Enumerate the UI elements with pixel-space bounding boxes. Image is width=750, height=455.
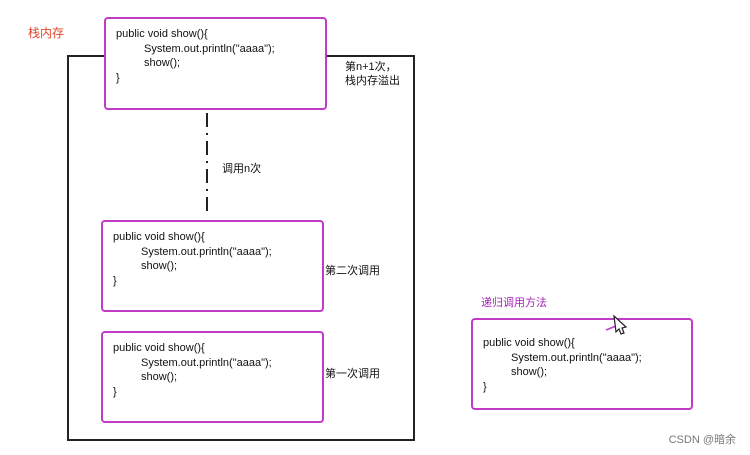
- code-line-recursive-call: show();: [144, 57, 181, 69]
- code-line-println: System.out.println("aaaa");: [144, 42, 275, 55]
- code-line-println: System.out.println("aaaa");: [511, 351, 642, 364]
- watermark: CSDN @暗余: [668, 434, 736, 446]
- code-line-signature: public void show(){: [483, 337, 575, 349]
- first-call-label: 第一次调用: [325, 368, 380, 380]
- code-box-overflow-call: public void show(){ System.out.println("…: [104, 17, 327, 110]
- code-line-recursive-call: show();: [141, 371, 178, 383]
- code-line-closing-brace: }: [113, 385, 117, 398]
- code-line-println: System.out.println("aaaa");: [141, 245, 272, 258]
- overflow-label: 第n+1次， 栈内存溢出: [345, 60, 400, 88]
- code-line-signature: public void show(){: [116, 28, 208, 40]
- code-line-recursive-call: show();: [141, 260, 178, 272]
- code-line-signature: public void show(){: [113, 231, 205, 243]
- stack-memory-label: 栈内存: [28, 26, 65, 40]
- code-box-second-call: public void show(){ System.out.println("…: [101, 220, 324, 312]
- recursion-method-label: 递归调用方法: [481, 297, 547, 309]
- code-line-closing-brace: }: [483, 380, 487, 393]
- overflow-label-line1: 第n+1次，: [345, 61, 397, 73]
- cursor-icon: [605, 314, 628, 335]
- code-line-println: System.out.println("aaaa");: [141, 356, 272, 369]
- code-box-first-call: public void show(){ System.out.println("…: [101, 331, 324, 423]
- code-box-recursion-method: public void show(){ System.out.println("…: [471, 318, 693, 410]
- calls-n-label: 调用n次: [222, 163, 262, 175]
- code-line-closing-brace: }: [113, 274, 117, 287]
- second-call-label: 第二次调用: [325, 265, 380, 277]
- code-line-closing-brace: }: [116, 71, 120, 84]
- code-line-signature: public void show(){: [113, 342, 205, 354]
- dash-dot-connector: [206, 113, 208, 213]
- code-line-recursive-call: show();: [511, 366, 548, 378]
- overflow-label-line2: 栈内存溢出: [345, 75, 400, 87]
